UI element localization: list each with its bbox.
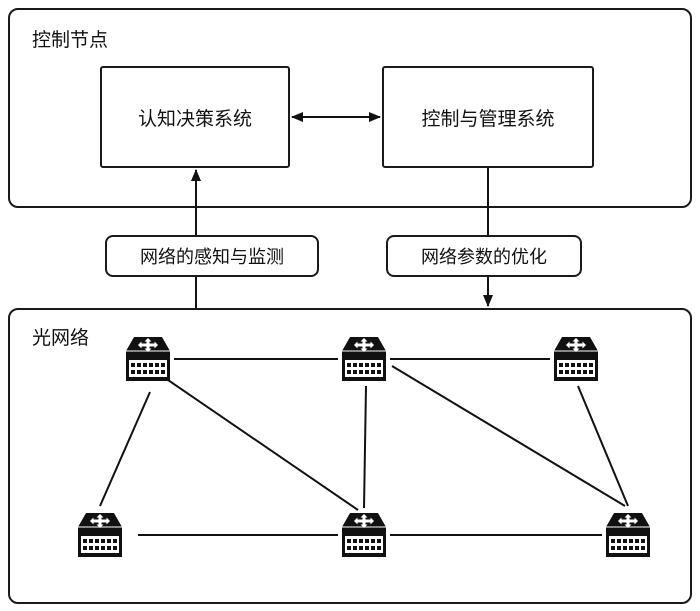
router-icon [76,511,124,559]
control-node-title: 控制节点 [32,29,109,51]
cognitive-decision-system: 认知决策系统 [100,66,290,168]
router-icon [604,511,652,559]
network-links [99,358,629,536]
router-icon [340,511,388,559]
optical-network-title: 光网络 [32,327,90,349]
link-r1-r5 [167,379,359,511]
router-icon [552,335,600,383]
control-management-system: 控制与管理系统 [382,66,594,168]
link-r1-r4 [99,391,151,507]
link-r2-r5 [363,385,367,509]
link-r2-r6 [391,365,626,507]
sensing-monitoring-label: 网络的感知与监测 [105,235,319,277]
parameter-optimization-label: 网络参数的优化 [386,235,582,277]
router-icon [340,335,388,383]
router-icon [124,335,172,383]
link-r3-r6 [577,385,629,507]
